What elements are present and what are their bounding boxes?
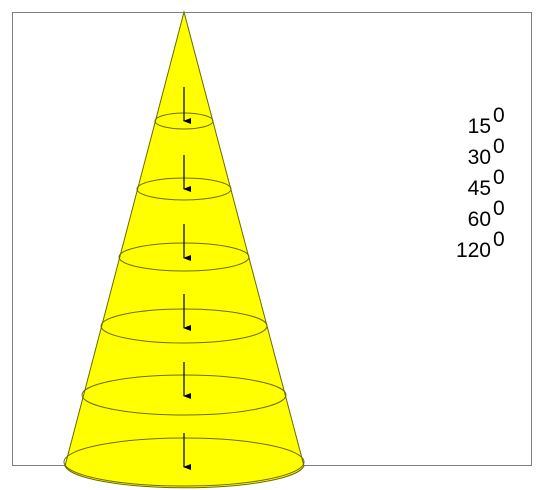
degree-superscript: 0: [493, 166, 505, 189]
angle-label-45: 45: [468, 177, 491, 200]
degree-superscript: 0: [493, 197, 505, 220]
angle-label-15: 15: [468, 115, 491, 138]
angle-label-60: 60: [468, 208, 491, 231]
angle-label-120: 120: [456, 239, 491, 262]
degree-superscript: 0: [493, 104, 505, 127]
degree-superscript: 0: [493, 228, 505, 251]
angle-label-30: 30: [468, 146, 491, 169]
angle-label-list: 15 30 45 60 120 0 0 0 0 0: [456, 104, 505, 262]
degree-superscript: 0: [493, 135, 505, 158]
